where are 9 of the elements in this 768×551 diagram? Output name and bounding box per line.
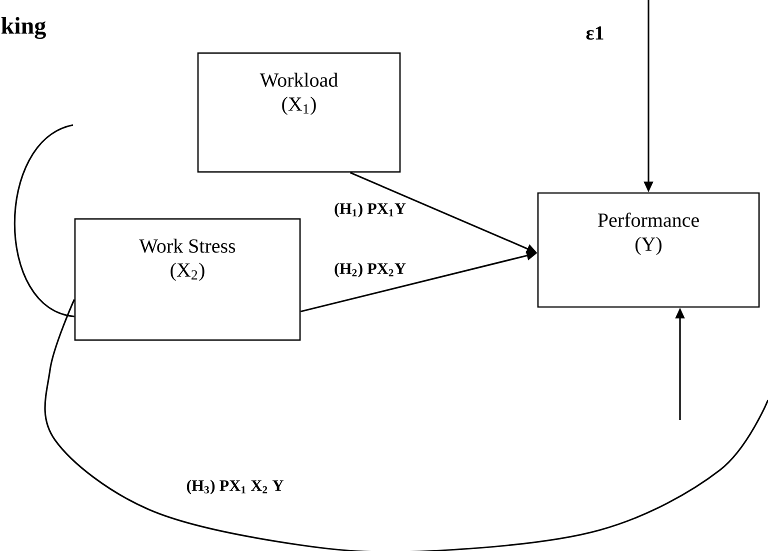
variable-box: Workload (X$_{1}$) [197,52,401,173]
heading-text: king [1,17,46,39]
variable-box: Work Stress (X$_{2}$) [74,218,301,341]
variable-box: Performance (Y) [537,192,760,308]
curved-connector [44,299,768,551]
edge-label: (H$_{2}$) PX$_{2}$Y [334,262,406,278]
edge-label: (H$_{3}$) PX$_{1}$ X$_{2}$ Y [186,480,284,494]
heading-text: ε1 [586,26,604,40]
edge-label: (H$_{1}$) PX$_{1}$Y [334,202,406,218]
